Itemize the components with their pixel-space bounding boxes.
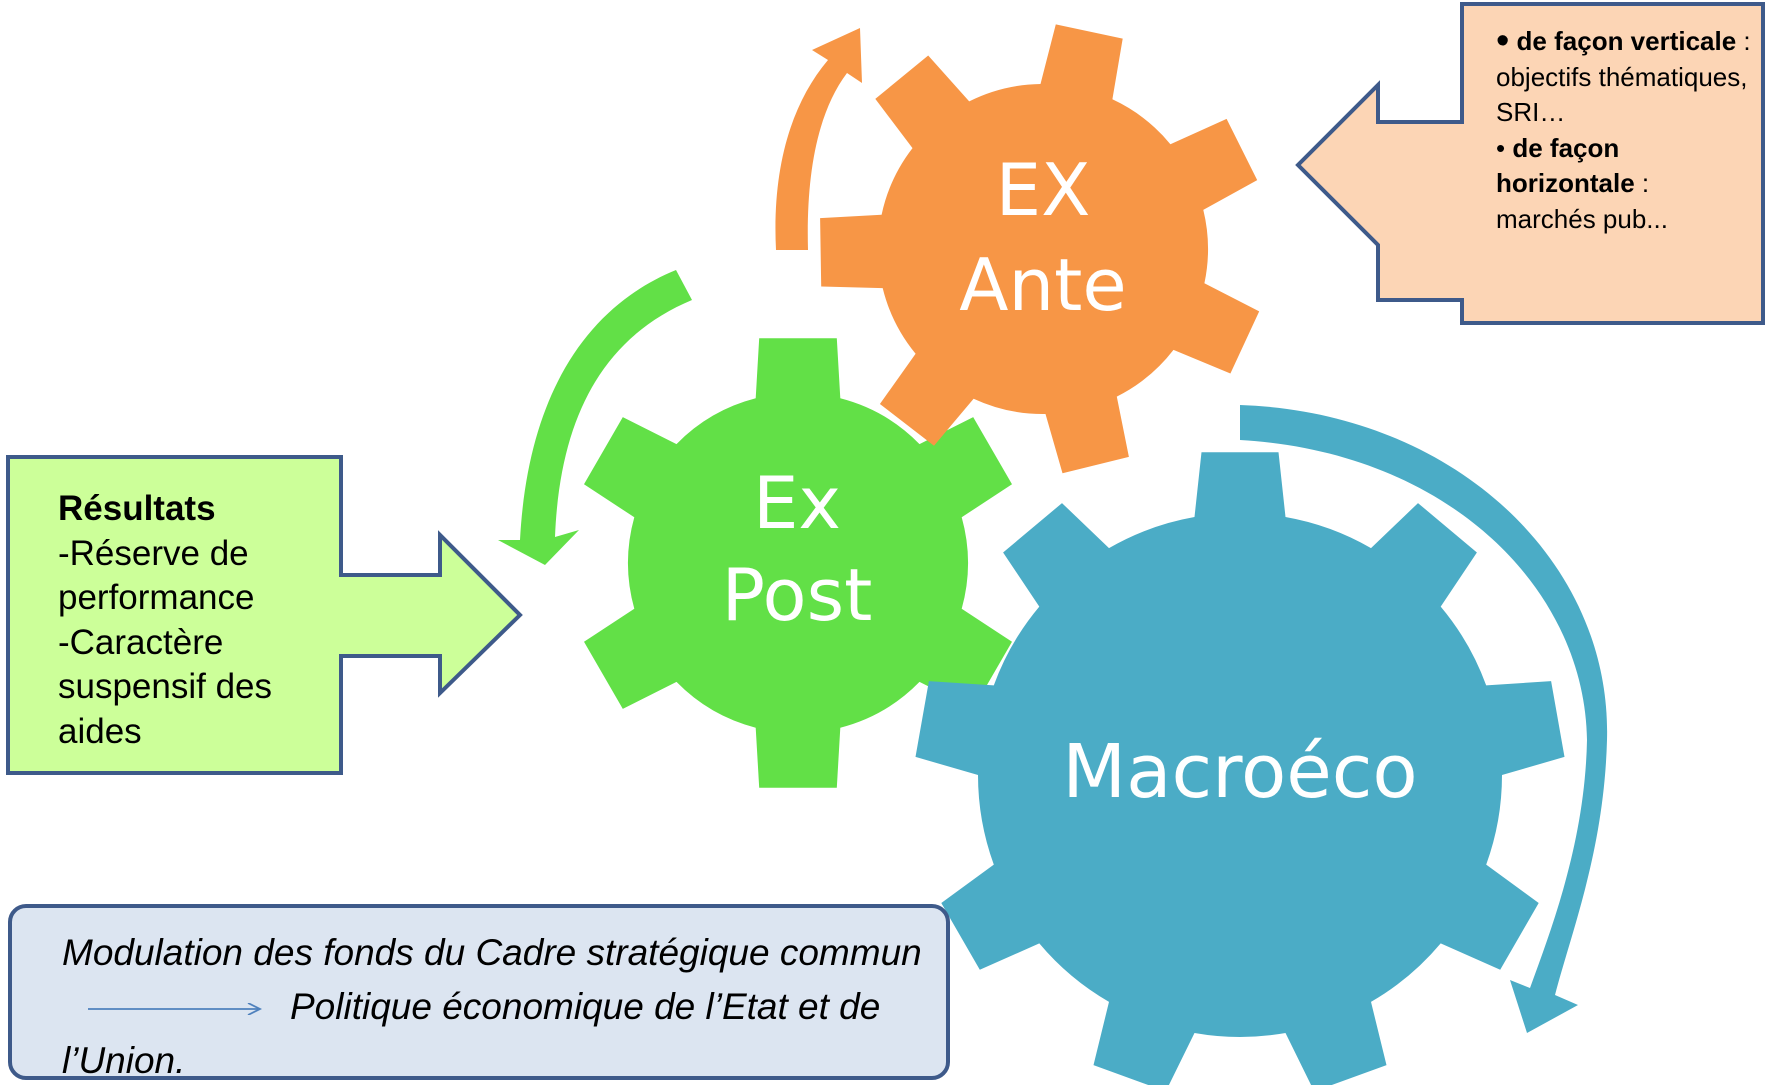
ex-post-label-line1: Ex — [753, 461, 841, 545]
macroeco-label: Macroéco — [1062, 729, 1417, 815]
bullet-icon: • — [1496, 20, 1510, 62]
ex-post-label: Ex — [753, 461, 841, 545]
ex-post-gear — [584, 338, 1012, 788]
orange-cycle-arrow — [775, 28, 862, 250]
horizontal-item-bold: de façon horizontale — [1496, 132, 1635, 199]
horizontal-item-text: : marchés pub... — [1496, 168, 1668, 234]
horizontal-item: • de façon horizontale : marchés pub... — [1496, 131, 1751, 238]
left-callout-text: Résultats -Réserve de performance -Carac… — [58, 487, 333, 754]
modulation-note-text: Modulation des fonds du Cadre stratégiqu… — [62, 926, 952, 1088]
ex-ante-label-line2: Ante — [959, 243, 1126, 327]
vertical-item: • de façon verticale : objectifs thémati… — [1496, 22, 1751, 131]
vertical-item-bold: de façon verticale — [1516, 26, 1737, 56]
modulation-note-part2: Politique économique de l’Etat et de l’U… — [62, 986, 881, 1081]
ex-post-label-line2: Post — [722, 553, 873, 637]
macroeco-label-text: Macroéco — [1062, 729, 1417, 815]
modulation-note-box: Modulation des fonds du Cadre stratégiqu… — [8, 904, 950, 1081]
blue-cycle-arrow — [1240, 405, 1608, 1033]
ex-ante-label: EX — [996, 148, 1091, 232]
ex-ante-label-line1: EX — [996, 148, 1091, 232]
ex-post-label-2: Post — [722, 553, 873, 637]
ex-ante-label-2: Ante — [959, 243, 1126, 327]
green-callout-arrow — [6, 455, 523, 775]
results-line-1: -Réserve de performance — [58, 533, 255, 618]
green-cycle-arrow — [498, 270, 692, 565]
right-arrow-icon — [88, 1003, 263, 1016]
bullet-icon: • — [1496, 132, 1506, 163]
results-line-2: -Caractère suspensif des aides — [58, 622, 273, 751]
results-title: Résultats — [58, 489, 216, 528]
macroeco-gear — [915, 452, 1565, 1085]
vertical-item-text: : objectifs thématiques, SRI… — [1496, 26, 1751, 127]
right-callout-text: • de façon verticale : objectifs thémati… — [1496, 22, 1751, 238]
peach-callout-arrow — [1295, 2, 1765, 325]
modulation-note-part1: Modulation des fonds du Cadre stratégiqu… — [62, 932, 922, 973]
ex-ante-gear — [820, 24, 1260, 474]
